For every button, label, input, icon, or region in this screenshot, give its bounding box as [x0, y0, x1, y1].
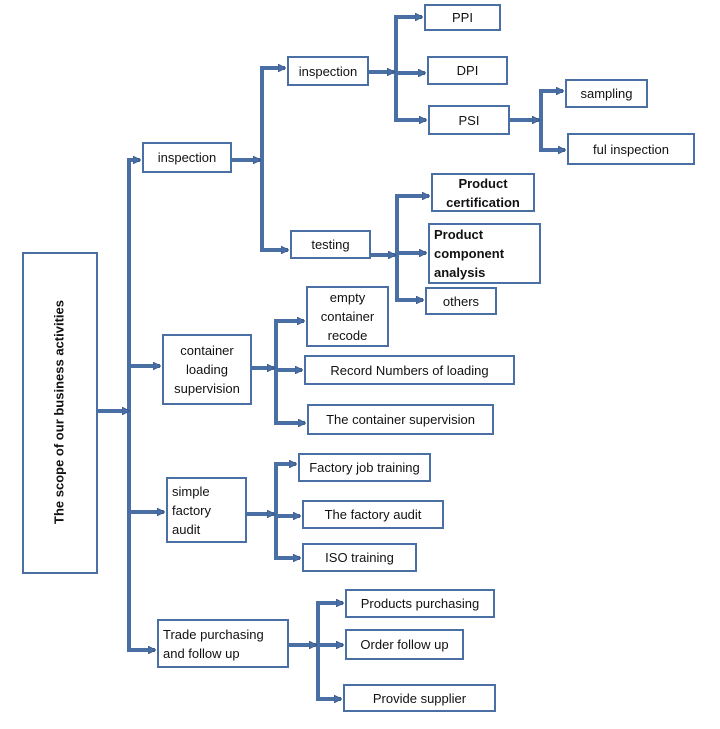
label-product-certification-2: certification: [446, 194, 520, 210]
node-factory-audit-group: simple factory audit: [166, 477, 247, 543]
root-node: [22, 252, 98, 574]
node-empty-container: empty container recode: [306, 286, 389, 347]
label-trade-purchasing-2: and follow up: [163, 645, 240, 661]
label-container-loading-1: container: [180, 343, 234, 358]
label-factory-audit: The factory audit: [324, 507, 422, 522]
node-container-loading: container loading supervision: [162, 334, 252, 405]
label-order-follow-up: Order follow up: [360, 637, 449, 652]
node-psi: PSI: [428, 105, 510, 135]
label-provide-supplier: Provide supplier: [372, 690, 467, 706]
label-full-inspection: ful inspection: [593, 141, 669, 157]
label-empty-container-2: container: [320, 309, 375, 324]
label-iso-training: ISO training: [325, 550, 394, 565]
node-ppi: PPI: [424, 4, 501, 31]
label-factory-audit-group-2: factory: [172, 502, 212, 518]
label-factory-audit-group-1: simple: [172, 483, 210, 499]
label-trade-purchasing-1: Trade purchasing: [163, 626, 264, 642]
node-provide-supplier: Provide supplier: [343, 684, 496, 712]
node-order-follow-up: Order follow up: [345, 629, 464, 660]
label-testing: testing: [311, 237, 350, 252]
label-ppi: PPI: [452, 10, 473, 25]
label-psi: PSI: [458, 112, 480, 128]
node-container-supervision: The container supervision: [307, 404, 494, 435]
node-product-component-analysis: Product component analysis: [428, 223, 541, 284]
label-product-component-analysis-1: Product: [434, 227, 484, 242]
label-product-component-analysis-2: component: [434, 246, 505, 261]
label-factory-job-training: Factory job training: [309, 460, 420, 475]
label-inspection-main: inspection: [157, 150, 217, 165]
node-sampling: sampling: [565, 79, 648, 108]
label-container-loading-2: loading: [186, 362, 228, 377]
label-product-component-analysis-3: analysis: [434, 265, 486, 280]
node-record-numbers: Record Numbers of loading: [304, 355, 515, 385]
node-trade-purchasing: Trade purchasing and follow up: [157, 619, 289, 668]
node-full-inspection: ful inspection: [567, 133, 695, 165]
label-sampling: sampling: [580, 86, 633, 101]
label-container-supervision: The container supervision: [326, 412, 475, 427]
node-iso-training: ISO training: [302, 543, 417, 572]
label-product-certification-1: Product: [458, 175, 508, 191]
label-dpi: DPI: [456, 63, 479, 78]
label-products-purchasing: Products purchasing: [360, 596, 480, 611]
node-inspection-main: inspection: [142, 142, 232, 173]
label-empty-container-1: empty: [329, 290, 366, 305]
node-products-purchasing: Products purchasing: [345, 589, 495, 618]
node-product-certification: Product certification: [431, 173, 535, 212]
label-record-numbers: Record Numbers of loading: [330, 362, 489, 378]
label-others: others: [442, 293, 480, 309]
node-factory-job-training: Factory job training: [298, 453, 431, 482]
node-testing: testing: [290, 230, 371, 259]
label-container-loading-3: supervision: [174, 381, 240, 396]
label-empty-container-3: recode: [327, 328, 368, 343]
label-factory-audit-group-3: audit: [172, 521, 201, 537]
node-inspection-sub: inspection: [287, 56, 369, 86]
node-others: others: [425, 287, 497, 315]
label-inspection-sub: inspection: [298, 63, 358, 79]
node-factory-audit: The factory audit: [302, 500, 444, 529]
node-dpi: DPI: [427, 56, 508, 85]
root-label: The scope of our business activities: [51, 300, 67, 524]
